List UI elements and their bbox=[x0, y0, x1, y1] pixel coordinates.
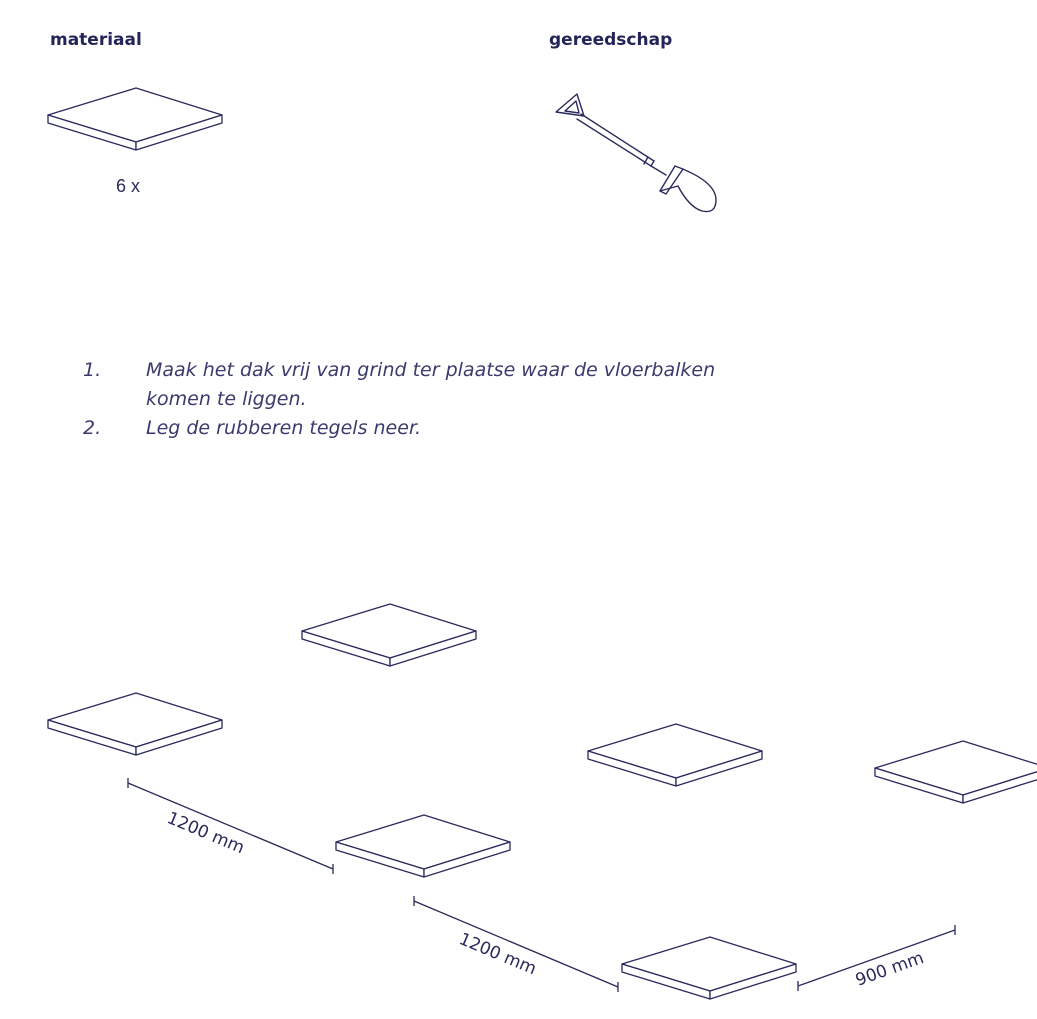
rubber-tile-icon bbox=[47, 87, 223, 151]
instruction-steps: 1. Maak het dak vrij van grind ter plaat… bbox=[60, 356, 760, 443]
step-number: 2. bbox=[83, 417, 102, 439]
step-number: 1. bbox=[83, 359, 102, 381]
floor-tile bbox=[621, 936, 797, 1000]
tools-heading: gereedschap bbox=[549, 30, 673, 50]
step-item: 2. Leg de rubberen tegels neer. bbox=[60, 414, 760, 443]
dimension-line-2 bbox=[413, 896, 619, 992]
floor-tile bbox=[587, 723, 763, 787]
shovel-icon bbox=[555, 93, 717, 213]
floor-tile bbox=[301, 603, 477, 667]
step-text: Maak het dak vrij van grind ter plaatse … bbox=[146, 359, 716, 410]
dimension-line-1 bbox=[127, 778, 334, 874]
materials-heading: materiaal bbox=[50, 30, 142, 50]
dimension-line-3 bbox=[797, 925, 956, 991]
step-item: 1. Maak het dak vrij van grind ter plaat… bbox=[60, 356, 760, 414]
floor-tile bbox=[47, 692, 223, 756]
floor-tile bbox=[335, 814, 511, 878]
dimension-label-3: 900 mm bbox=[853, 948, 927, 991]
step-text: Leg de rubberen tegels neer. bbox=[146, 417, 422, 439]
floor-tile bbox=[874, 740, 1037, 804]
material-quantity: 6 x bbox=[116, 176, 141, 196]
